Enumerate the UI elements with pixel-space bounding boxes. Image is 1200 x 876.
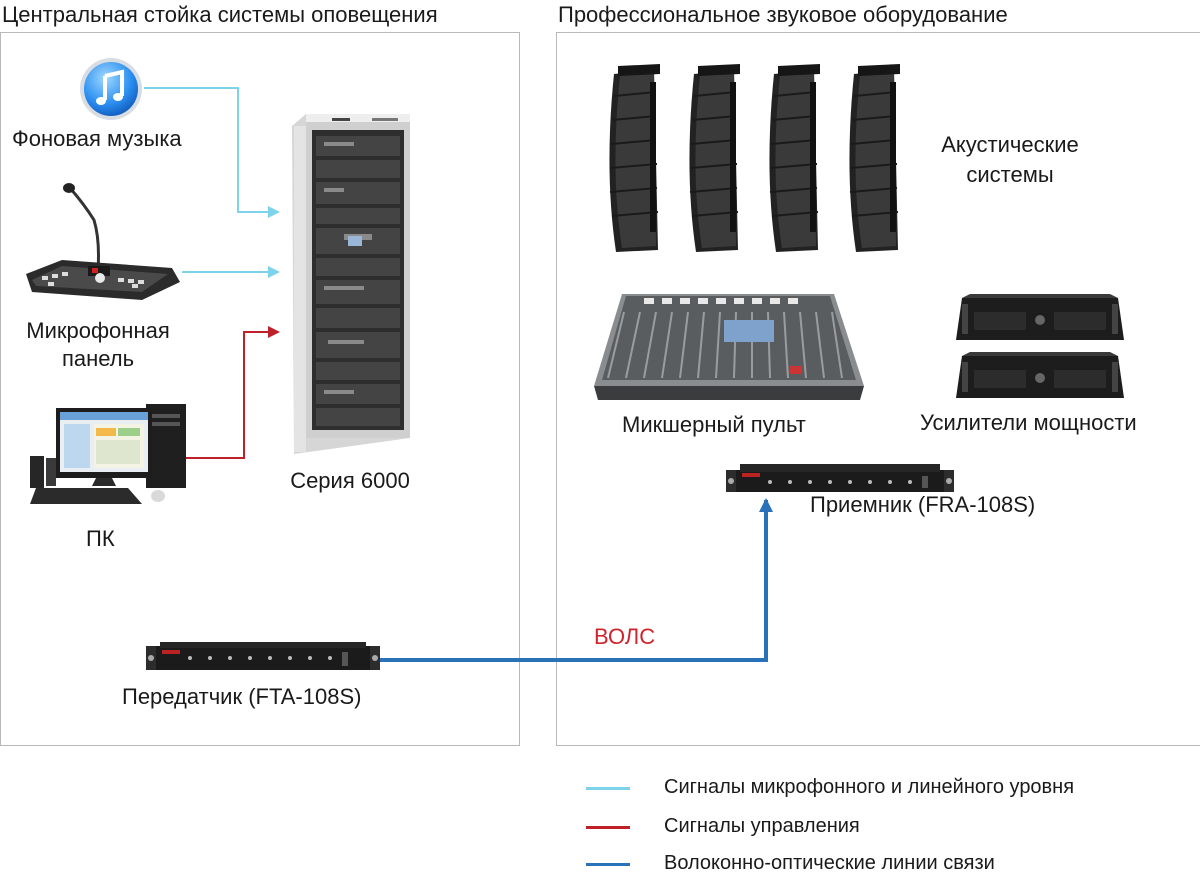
rack-receiver-icon <box>726 464 954 492</box>
amps-label: Усилители мощности <box>920 410 1137 435</box>
central-rack-title: Центральная стойка системы оповещения <box>2 2 438 27</box>
pro-audio-title: Профессиональное звуковое оборудование <box>558 2 1008 27</box>
itunes-icon <box>80 58 142 120</box>
microphone-panel-icon <box>26 183 180 300</box>
music-to-rack-line <box>144 87 280 218</box>
pc-to-rack-line <box>186 326 280 459</box>
legend-audio-swatch <box>586 787 630 790</box>
legend-audio-label: Сигналы микрофонного и линейного уровня <box>664 776 1075 798</box>
music-label: Фоновая музыка <box>12 126 182 151</box>
legend-control-label: Сигналы управления <box>664 815 860 837</box>
pro-audio-panel <box>556 32 1200 746</box>
pc-label: ПК <box>86 526 115 551</box>
mixer-label: Микшерный пульт <box>622 412 806 437</box>
power-amplifier-icon <box>956 294 1124 398</box>
speakers-label-line2: системы <box>966 162 1054 187</box>
rack-transmitter-icon <box>146 642 380 670</box>
fiber-link-line <box>380 500 768 662</box>
mixing-console-icon <box>594 294 864 400</box>
speakers-label-line1: Акустические <box>941 132 1079 157</box>
rack-label: Серия 6000 <box>290 468 410 493</box>
mic-label-line2: панель <box>61 346 135 371</box>
mic-label-line1: Микрофонная <box>26 318 170 343</box>
transmitter-label: Передатчик (FTA-108S) <box>122 684 362 709</box>
central-rack-panel <box>0 32 520 746</box>
fiber-link-label: ВОЛС <box>594 624 656 649</box>
legend-fiber-swatch <box>586 863 630 866</box>
desktop-pc-icon <box>30 404 186 504</box>
receiver-label: Приемник (FRA-108S) <box>810 492 1036 517</box>
legend-fiber-label: Волоконно-оптические линии связи <box>664 852 995 874</box>
legend-control-swatch <box>586 826 630 829</box>
fiber-arrow <box>759 498 773 512</box>
equipment-rack-icon <box>292 114 410 454</box>
line-array-speaker-icon <box>608 63 901 253</box>
